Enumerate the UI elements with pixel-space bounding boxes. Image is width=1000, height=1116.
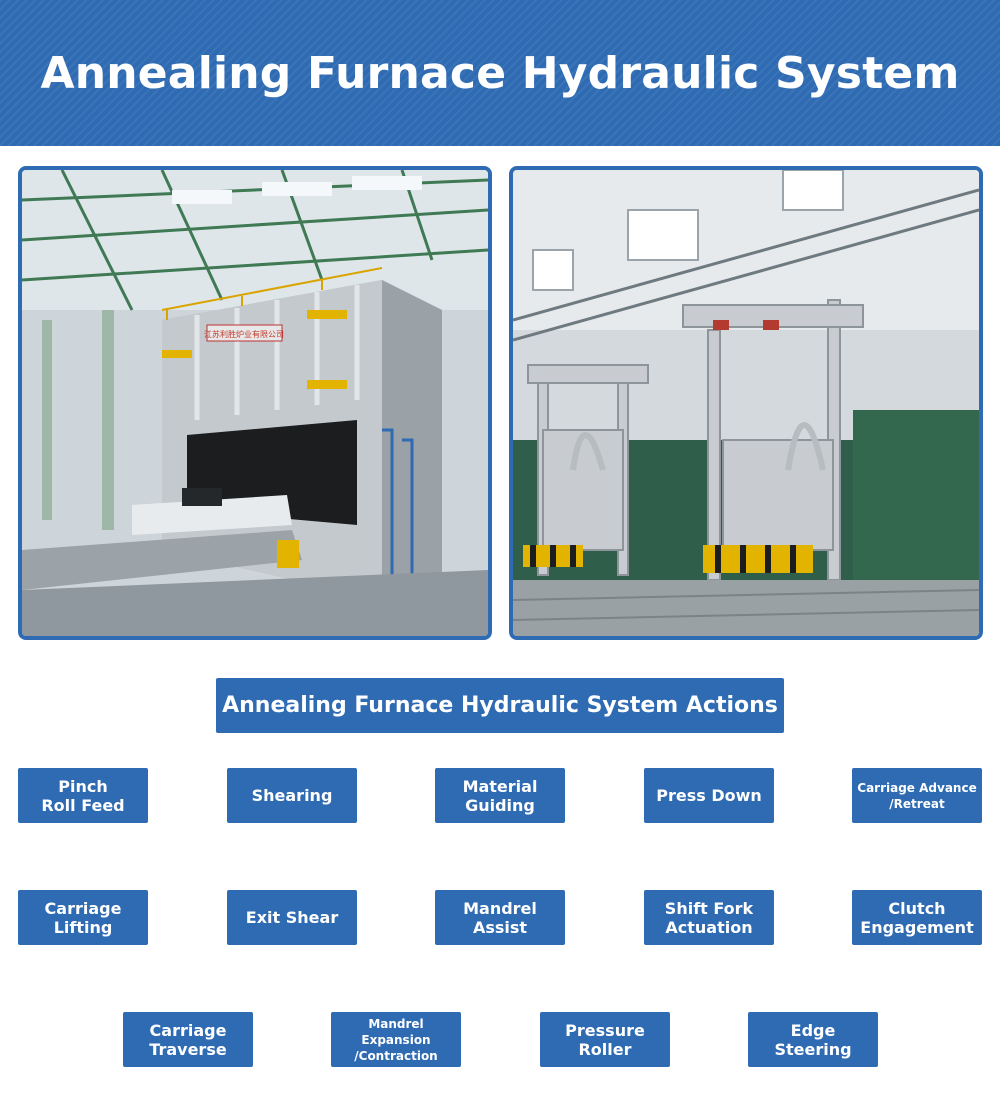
- action-press-down: Press Down: [644, 768, 774, 823]
- action-carriage-advance-retreat: Carriage Advance /Retreat: [852, 768, 982, 823]
- action-edge-steering: Edge Steering: [748, 1012, 878, 1067]
- action-clutch-engagement: Clutch Engagement: [852, 890, 982, 945]
- furnace-sign-text: 江苏利胜炉业有限公司: [204, 329, 284, 339]
- action-material-guiding: Material Guiding: [435, 768, 565, 823]
- action-carriage-traverse: Carriage Traverse: [123, 1012, 253, 1067]
- action-mandrel-expansion-contraction: Mandrel Expansion /Contraction: [331, 1012, 461, 1067]
- action-pressure-roller: Pressure Roller: [540, 1012, 670, 1067]
- action-mandrel-assist: Mandrel Assist: [435, 890, 565, 945]
- action-carriage-lifting: Carriage Lifting: [18, 890, 148, 945]
- header-banner: Annealing Furnace Hydraulic System: [0, 0, 1000, 146]
- action-shift-fork-actuation: Shift Fork Actuation: [644, 890, 774, 945]
- action-pinch-roll-feed: Pinch Roll Feed: [18, 768, 148, 823]
- page-title: Annealing Furnace Hydraulic System: [40, 47, 960, 99]
- furnace-photo-right: [509, 166, 983, 640]
- action-shearing: Shearing: [227, 768, 357, 823]
- furnace-photo-left: 江苏利胜炉业有限公司: [18, 166, 492, 640]
- action-exit-shear: Exit Shear: [227, 890, 357, 945]
- actions-section-title: Annealing Furnace Hydraulic System Actio…: [216, 678, 784, 733]
